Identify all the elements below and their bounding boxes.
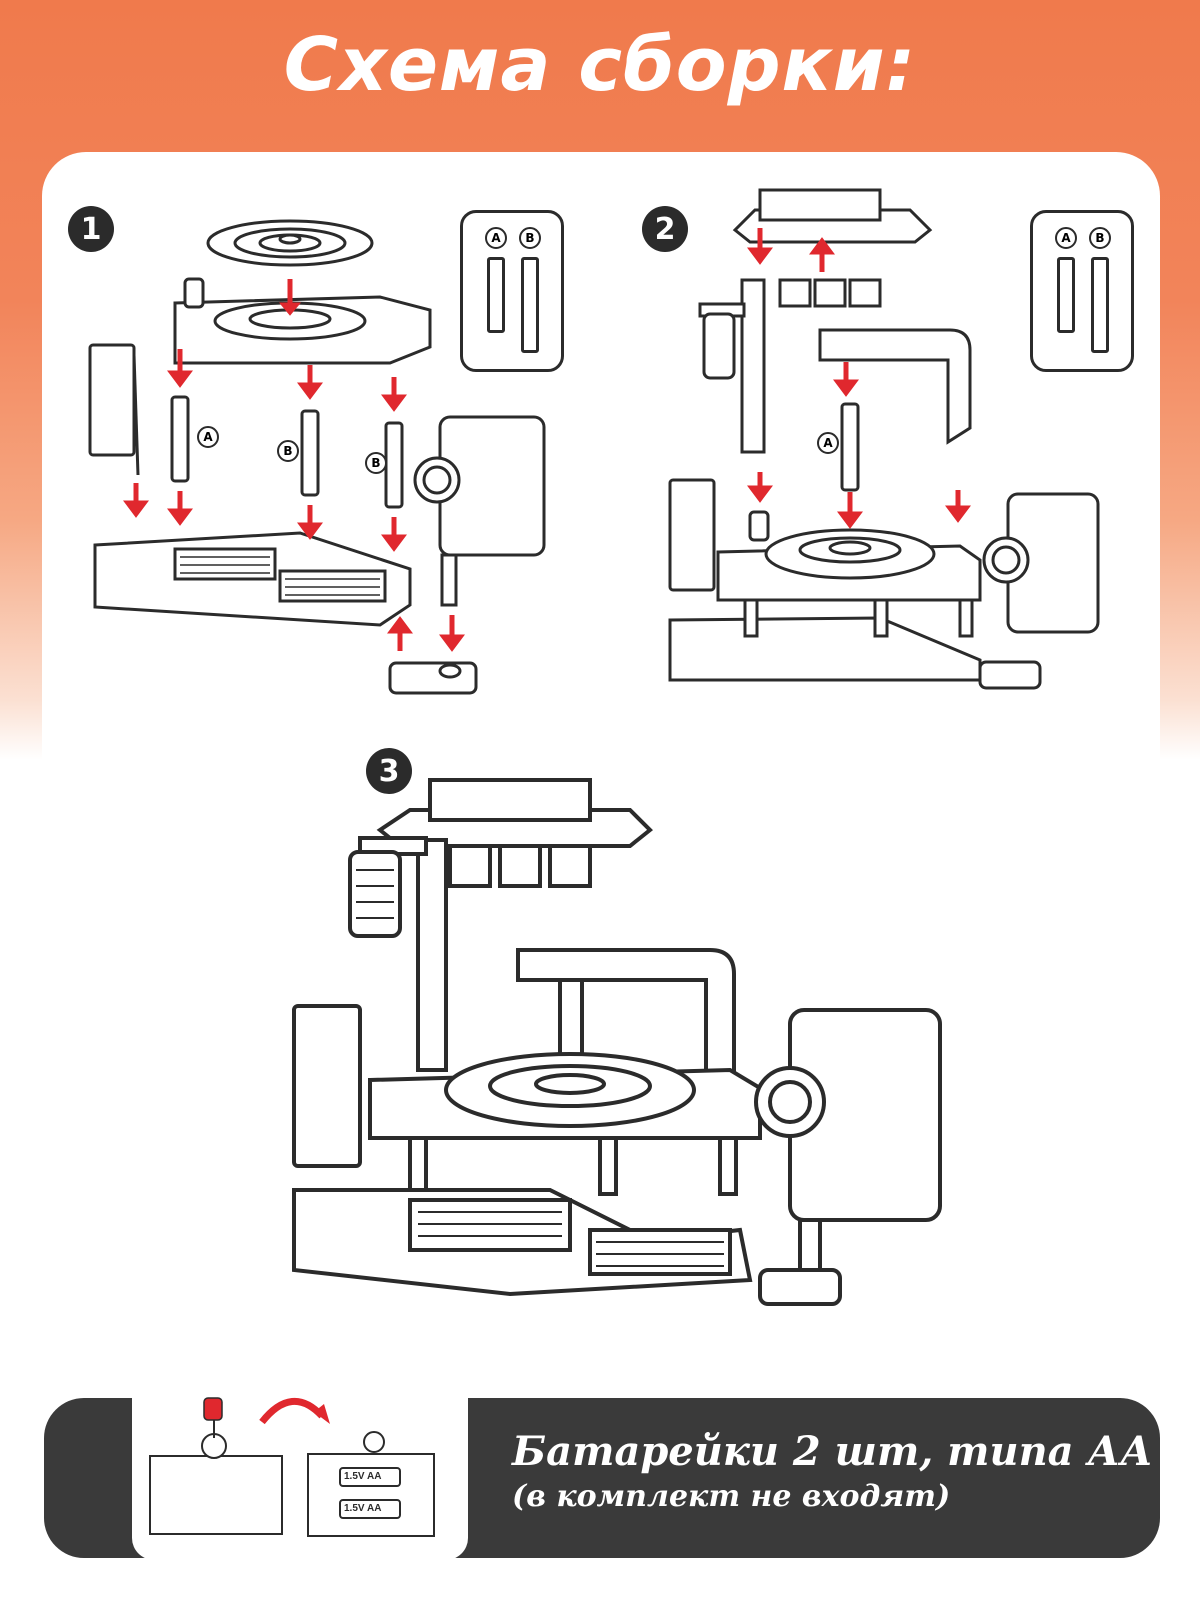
page-title: Схема сборки: [283,22,917,108]
legend-label-a: A [485,227,507,249]
rod-a-icon [1057,257,1075,333]
step-3-badge: 3 [366,748,412,794]
legend-label-b: B [519,227,541,249]
parts-legend-1: A B [460,210,564,372]
step-2-badge: 2 [642,206,688,252]
step-1-diagram [88,219,546,695]
step-3-diagram [292,778,942,1306]
battery-note: Батарейки 2 шт, типа АА (в комплект не в… [512,1428,1153,1514]
rod-b-icon [521,257,539,353]
rod-a-icon [487,257,505,333]
battery-note-line2: (в комплект не входят) [512,1479,951,1514]
part-label-a: A [197,426,219,448]
step-1-badge: 1 [68,206,114,252]
legend-label-b: B [1089,227,1111,249]
rod-b-icon [1091,257,1109,353]
step-2-diagram [668,188,1100,690]
battery-cell-label-1: 1.5V AA [344,1471,382,1482]
legend-label-a: A [1055,227,1077,249]
parts-legend-2: A B [1030,210,1134,372]
battery-compartment-diagram [149,1397,435,1537]
battery-illustration: 1.5V AA 1.5V AA [132,1376,468,1560]
part-label-b: B [365,452,387,474]
part-label-a: A [817,432,839,454]
battery-cell-label-2: 1.5V AA [344,1503,382,1514]
part-label-b: B [277,440,299,462]
battery-note-line1: Батарейки 2 шт, типа АА [512,1428,1153,1475]
